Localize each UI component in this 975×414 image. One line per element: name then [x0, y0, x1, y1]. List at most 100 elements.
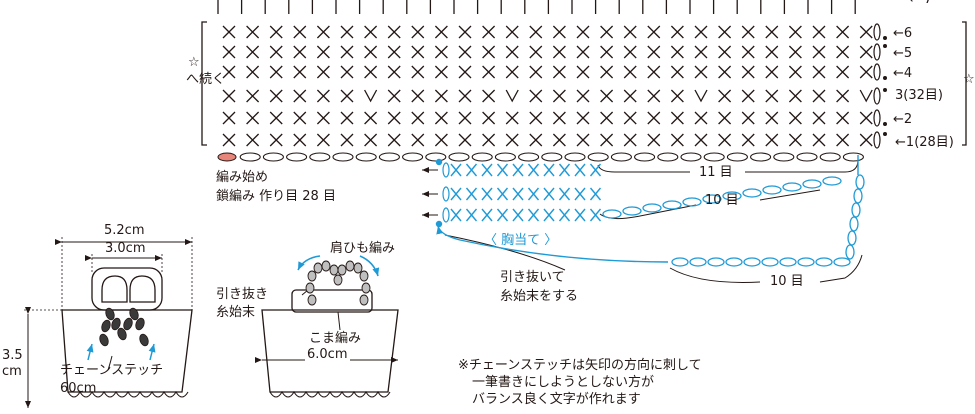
single-crochet-stitch	[788, 25, 802, 39]
single-crochet-stitch	[647, 45, 661, 59]
slip-label-line1: 引き抜き	[216, 287, 269, 302]
single-crochet-stitch	[694, 65, 708, 79]
start-label: 編み始め	[216, 170, 269, 185]
bib-chain-vertical	[849, 216, 859, 232]
turning-chain	[873, 63, 881, 81]
single-crochet-stitch	[340, 45, 354, 59]
buttonhole-left	[101, 275, 128, 303]
bib-chain-vertical	[845, 244, 855, 260]
increase-stitch	[364, 89, 378, 103]
single-crochet-stitch	[623, 65, 637, 79]
bib-stitch	[465, 208, 478, 222]
single-crochet-stitch	[552, 89, 566, 103]
width-outer-label: 5.2cm	[104, 223, 145, 238]
height-value-label: 3.5	[2, 348, 23, 363]
bib-chain-upper	[642, 203, 662, 213]
bib-stitch	[465, 163, 478, 177]
foundation-chain	[680, 152, 702, 162]
start-chain-stitch	[217, 152, 237, 162]
single-crochet-stitch	[340, 65, 354, 79]
single-crochet-stitch	[269, 111, 283, 125]
bib-stitch	[527, 187, 540, 201]
width-6-label: 6.0cm	[305, 347, 350, 362]
count-line-10-lower	[669, 254, 863, 283]
single-crochet-stitch	[387, 65, 401, 79]
stitch-leader	[107, 355, 113, 371]
bib-chain-lower	[833, 257, 851, 267]
single-crochet-stitch	[859, 111, 873, 125]
bib-stitch	[481, 163, 493, 177]
foundation-chain	[587, 152, 609, 162]
turning-chain	[873, 131, 881, 149]
single-crochet-stitch	[411, 25, 425, 39]
marker-dot	[883, 88, 887, 92]
single-crochet-stitch	[246, 45, 260, 59]
left-bracket	[201, 21, 207, 146]
single-crochet-stitch	[576, 25, 590, 39]
bib-chain-upper	[682, 197, 702, 207]
single-crochet-stitch	[647, 111, 661, 125]
star-marker-left: ☆	[188, 55, 200, 70]
bib-chain-upper	[782, 182, 802, 192]
marker-dot	[883, 122, 887, 126]
bib-stitch	[527, 208, 540, 222]
strap-chain-link	[313, 262, 323, 274]
bib-count-lower: 10 目	[770, 274, 804, 289]
m-chain-link	[101, 319, 111, 333]
single-crochet-stitch	[694, 133, 708, 147]
single-crochet-stitch	[529, 111, 543, 125]
bib-chain-lower	[815, 257, 833, 267]
front-view-figure	[24, 237, 193, 408]
single-crochet-stitch	[836, 89, 850, 103]
single-crochet-stitch	[340, 111, 354, 125]
single-crochet-stitch	[482, 111, 496, 125]
single-crochet-stitch	[836, 45, 850, 59]
single-crochet-stitch	[788, 45, 802, 59]
single-crochet-stitch	[529, 133, 543, 147]
single-crochet-stitch	[859, 25, 873, 39]
single-crochet-stitch	[718, 65, 732, 79]
stitch-direction-arrow-1	[86, 343, 94, 361]
bib-stitch	[496, 163, 509, 177]
single-crochet-stitch	[694, 25, 708, 39]
bib-stitch	[481, 187, 493, 201]
strap-chain-link	[333, 274, 343, 286]
single-crochet-stitch	[552, 25, 566, 39]
strap-chain-link	[361, 282, 371, 294]
single-crochet-stitch	[316, 133, 330, 147]
stitch-direction-arrow-2	[148, 343, 156, 361]
slip-label-line2: 糸始末	[216, 305, 256, 320]
single-crochet-stitch	[458, 89, 472, 103]
strap-chain-link	[321, 260, 331, 272]
bib-stitch	[512, 208, 524, 222]
strap-chain-link	[329, 264, 339, 276]
single-crochet-stitch	[859, 45, 873, 59]
row-label-6: ←6	[893, 26, 913, 41]
single-crochet-stitch	[482, 89, 496, 103]
single-crochet-stitch	[859, 133, 873, 147]
single-crochet-stitch	[505, 25, 519, 39]
bib-stitch	[574, 208, 586, 222]
bib-chain-vertical	[853, 188, 863, 204]
single-crochet-stitch	[246, 65, 260, 79]
single-crochet-stitch	[246, 25, 260, 39]
bib-stitch	[574, 163, 586, 177]
bib-stitch	[512, 187, 524, 201]
increase-stitch	[859, 89, 873, 103]
slip-stitch-arrow	[436, 225, 669, 263]
single-crochet-stitch	[836, 25, 850, 39]
star-marker-right: ☆	[963, 72, 975, 87]
single-crochet-stitch	[482, 133, 496, 147]
single-crochet-stitch	[694, 111, 708, 125]
strap-arrow-right	[359, 255, 380, 277]
strap-bib-top	[291, 289, 373, 313]
bib-chain-vertical	[855, 174, 865, 190]
increase-stitch	[505, 89, 519, 103]
single-crochet-stitch	[765, 25, 779, 39]
single-crochet-stitch	[340, 89, 354, 103]
marker-dot	[883, 132, 887, 136]
bib-chain-lower	[671, 257, 689, 267]
turning-chain	[873, 23, 881, 41]
